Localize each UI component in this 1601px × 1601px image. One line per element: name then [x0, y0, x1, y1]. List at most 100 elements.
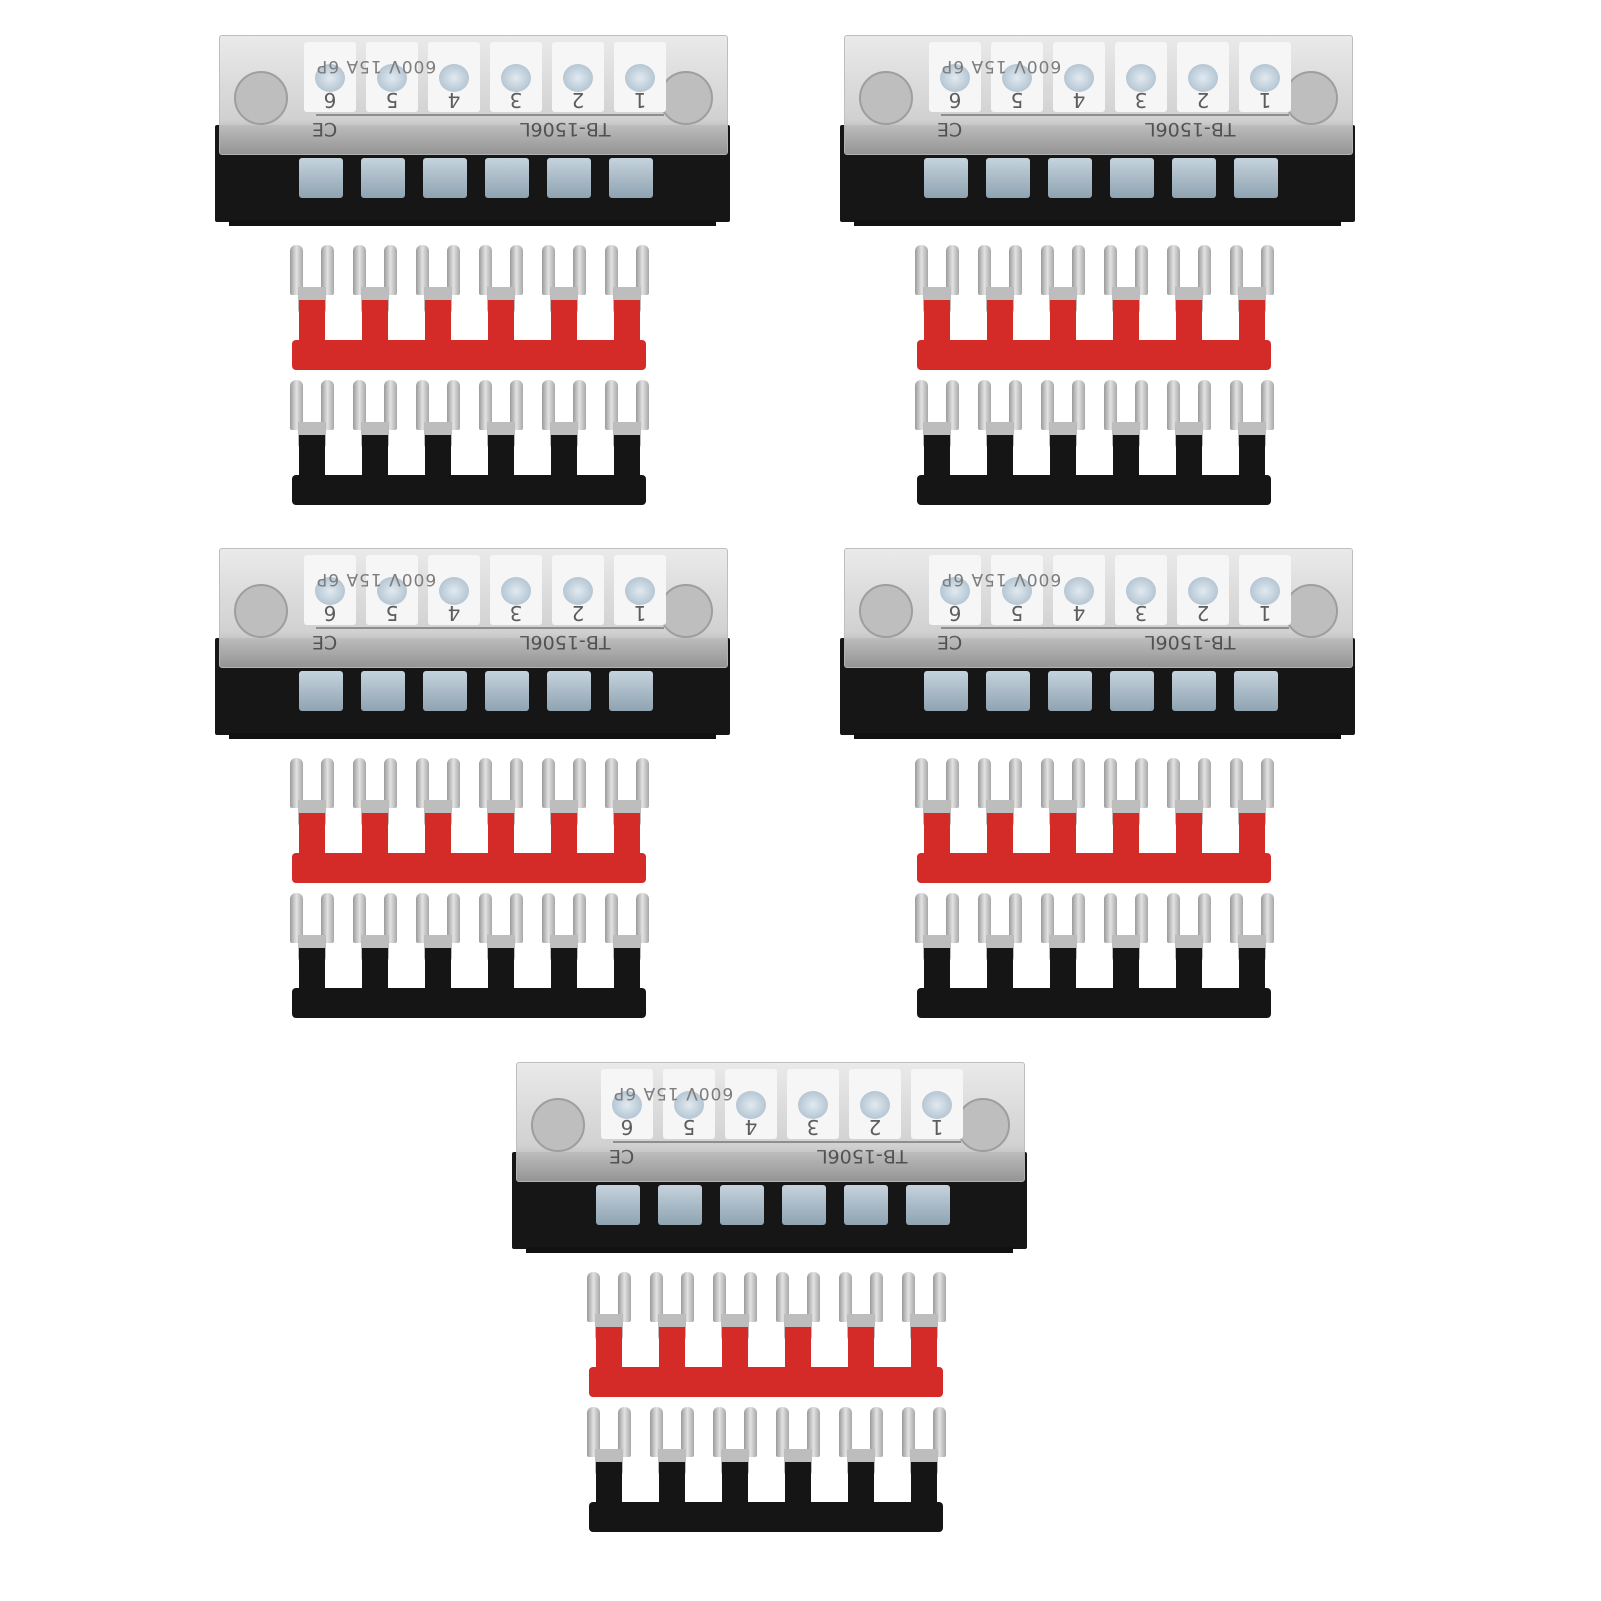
fork-terminal [416, 758, 460, 863]
fork-terminal [1230, 245, 1274, 350]
prong [573, 380, 586, 430]
mount-hole [859, 71, 913, 125]
prong [542, 245, 555, 295]
prong [1261, 380, 1274, 430]
rating-label: 600V 15A 6P [316, 56, 437, 76]
terminal-screw [986, 158, 1030, 198]
prong [839, 1407, 852, 1457]
screw-icon [563, 64, 593, 92]
terminal-screw [658, 1185, 702, 1225]
terminal-cell: 3 [490, 42, 542, 112]
fork-terminal [650, 1272, 694, 1377]
red-jumper-bar [290, 245, 650, 370]
prong [1072, 245, 1085, 295]
fork-terminal [902, 1272, 946, 1377]
fork-terminal [605, 893, 649, 998]
divider [941, 627, 1289, 629]
prong [915, 380, 928, 430]
prong [605, 758, 618, 808]
terminal-number: 5 [1010, 88, 1024, 112]
prong [915, 245, 928, 295]
prong [1261, 893, 1274, 943]
prong [1198, 893, 1211, 943]
bar-insulation [917, 853, 1271, 883]
prong [605, 893, 618, 943]
terminal-number: 5 [385, 88, 399, 112]
terminal-number: 1 [633, 601, 647, 625]
fork-terminal [542, 758, 586, 863]
prong [587, 1407, 600, 1457]
terminal-screw [844, 1185, 888, 1225]
block-foot [229, 220, 716, 226]
prong [636, 758, 649, 808]
ce-mark: CE [312, 118, 338, 140]
prong [1009, 245, 1022, 295]
prong [946, 758, 959, 808]
fork-terminal [713, 1272, 757, 1377]
terminal-cell: 3 [1115, 555, 1167, 625]
rating-label: 600V 15A 6P [941, 569, 1062, 589]
fork-terminal [605, 380, 649, 485]
terminal-cell: 4 [1053, 42, 1105, 112]
terminal-number: 1 [930, 1115, 944, 1139]
prong [353, 380, 366, 430]
prong [1230, 380, 1243, 430]
rating-label: 600V 15A 6P [316, 569, 437, 589]
prong [1041, 758, 1054, 808]
terminal-screw [1048, 671, 1092, 711]
prong [290, 380, 303, 430]
fork-terminal [1167, 758, 1211, 863]
prong [1041, 380, 1054, 430]
screw-icon [1188, 64, 1218, 92]
terminal-cell: 3 [490, 555, 542, 625]
prong [573, 245, 586, 295]
fork-terminal [290, 893, 334, 998]
prong [1198, 758, 1211, 808]
terminal-number: 2 [571, 601, 585, 625]
prong [542, 380, 555, 430]
rating-label: 600V 15A 6P [941, 56, 1062, 76]
prong [744, 1272, 757, 1322]
prong [681, 1272, 694, 1322]
prong [1041, 245, 1054, 295]
terminal-screw [361, 671, 405, 711]
screw-icon [1064, 64, 1094, 92]
terminal-screw [485, 671, 529, 711]
prong [618, 1272, 631, 1322]
terminal-screw [1234, 671, 1278, 711]
terminal-cell: 2 [1177, 555, 1229, 625]
prong [1261, 245, 1274, 295]
fork-terminal [542, 380, 586, 485]
terminal-number: 3 [509, 88, 523, 112]
prong [1230, 245, 1243, 295]
terminal-number: 3 [806, 1115, 820, 1139]
divider [316, 114, 664, 116]
bar-insulation [917, 475, 1271, 505]
prong [946, 893, 959, 943]
screw-icon [674, 1091, 704, 1119]
divider [316, 627, 664, 629]
terminal-number: 4 [1072, 601, 1086, 625]
prong [384, 380, 397, 430]
terminal-screw [1234, 158, 1278, 198]
prong [447, 758, 460, 808]
prong [1167, 245, 1180, 295]
terminal-screw [485, 158, 529, 198]
prong [321, 380, 334, 430]
fork-terminal [839, 1407, 883, 1512]
prong [1135, 245, 1148, 295]
prong [1261, 758, 1274, 808]
screw-icon [1250, 64, 1280, 92]
terminal-cell: 2 [552, 42, 604, 112]
prong [321, 893, 334, 943]
prong [384, 758, 397, 808]
terminal-screw [1172, 671, 1216, 711]
terminal-number: 2 [1196, 601, 1210, 625]
prong [1198, 245, 1211, 295]
